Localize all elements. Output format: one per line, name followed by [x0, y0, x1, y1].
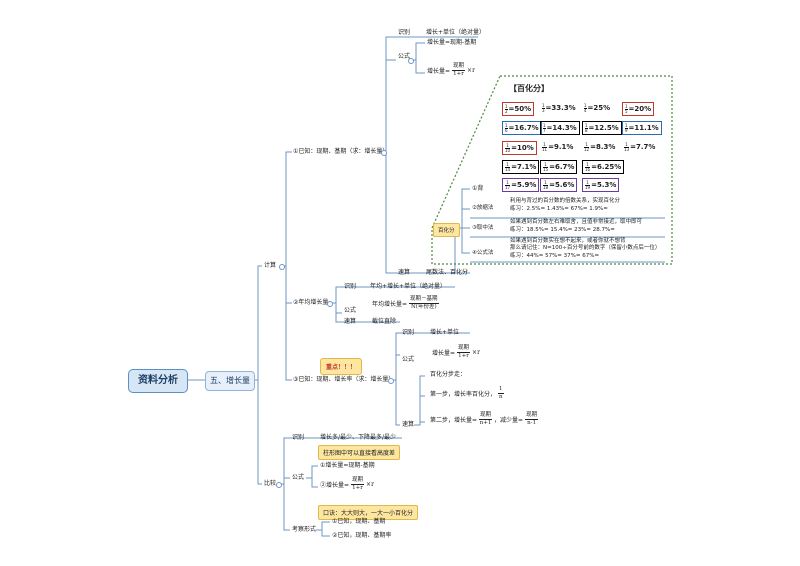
compare-formula-1: ①增长量=现期-基期 [320, 462, 375, 469]
known-identify-label[interactable]: 识别 [398, 29, 411, 36]
exam-form-item: ①已知，现期、基期 [332, 518, 386, 525]
known-formula-label[interactable]: 公式 [398, 53, 411, 60]
panel-back-label[interactable]: ①背 [472, 185, 484, 192]
calc-collapse-dot[interactable] [279, 264, 285, 270]
key-point-callout: 重点！！！ [320, 358, 363, 375]
rate-calc-label[interactable]: 速算 [402, 421, 415, 428]
annual-identify-label[interactable]: 识别 [344, 283, 357, 290]
rate-node[interactable]: ③已知：现期、增长率（求：增长量） [293, 376, 395, 383]
known-calc-text: 尾数法、百化分 [426, 269, 469, 276]
method-line: 练习：2.5%= 1.43%= 67%= 1.9%= [510, 206, 608, 212]
compare-node[interactable]: 比较 [264, 480, 277, 487]
section-node[interactable]: 五、增长量 [205, 371, 255, 391]
method-label[interactable]: ②放缩法 [472, 205, 494, 211]
annual-identify-text: 年均+增长+单位（绝对量） [370, 283, 447, 290]
exam-form-item: ②已知，现期、基期率 [332, 532, 392, 539]
rate-identify-label[interactable]: 识别 [402, 329, 415, 336]
method-line: 练习：44%= 57%= 37%= 67%= [510, 253, 600, 259]
panel-title: 【百化分】 [509, 84, 549, 93]
method-line: 利用与背过的百分数的倍数关系，实现百化分 [510, 198, 621, 204]
known-calc-label[interactable]: 速算 [398, 269, 411, 276]
annual-calc-label[interactable]: 速算 [344, 318, 357, 325]
method-line: 如果遇到百分数左右难取舍，且值非常接近，取中即可 [510, 219, 643, 225]
compare-identify-label[interactable]: 识别 [292, 434, 305, 441]
method-line: 练习：18.5%= 15.4%= 23%= 28.7%= [510, 227, 615, 233]
rate-step-title: 百化分步走： [430, 371, 467, 378]
compare-identify-text: 增长多/最少、下降最多/最少 [320, 434, 397, 441]
known-formula-text: 增长量=现期-基期 [427, 39, 477, 46]
method-label[interactable]: ④公式法 [472, 250, 494, 256]
annual-formula-label[interactable]: 公式 [344, 307, 357, 314]
exam-form-label[interactable]: 考察形式 [292, 526, 317, 533]
panel-tag[interactable]: 百化分 [433, 223, 460, 237]
method-label[interactable]: ③取中法 [472, 225, 494, 231]
annual-calc-text: 截位直除 [372, 318, 397, 325]
compare-mnemonic: 口诀：大大则大，一大一小百化分 [318, 505, 419, 520]
rate-collapse-dot[interactable] [388, 378, 394, 384]
compare-hint-bar: 柱形图中可以直接看高度差 [318, 445, 401, 460]
known-node[interactable]: ①已知：现期、基期（求：增长量） [293, 148, 389, 155]
method-line: 那么请记住：N=100÷百分号前的数字（保留小数点后一位） [510, 245, 661, 251]
rate-identify-text: 增长+单位 [430, 329, 460, 336]
compare-collapse-dot[interactable] [276, 482, 282, 488]
known-identify-text: 增长+单位（绝对量） [426, 29, 486, 36]
calc-node[interactable]: 计算 [264, 262, 277, 269]
root-node[interactable]: 资料分析 [128, 369, 188, 393]
known-collapse-dot[interactable] [381, 150, 387, 156]
annual-node[interactable]: ②年均增长量 [293, 299, 329, 306]
rate-formula-label[interactable]: 公式 [402, 356, 415, 363]
method-line: 如果遇到百分数实在想不起来，或者你就不想背 [510, 238, 626, 244]
compare-formula-label[interactable]: 公式 [292, 474, 305, 481]
annual-collapse-dot[interactable] [327, 301, 333, 307]
known-formula-dot[interactable] [408, 58, 414, 64]
